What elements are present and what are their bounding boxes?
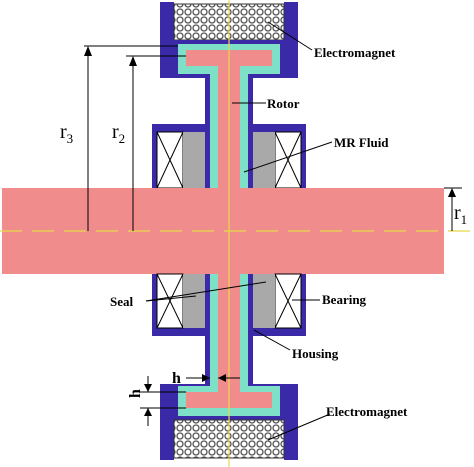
label-r2-letter: r	[112, 121, 119, 143]
bottom-housing-left-wall	[160, 384, 174, 460]
label-h-thickness: h	[127, 389, 144, 398]
r3-arrowhead	[84, 46, 92, 56]
leader-housing	[253, 329, 291, 351]
label-r2: r2	[112, 121, 125, 146]
label-r3-letter: r	[60, 121, 67, 143]
lower-left-seal	[183, 274, 205, 328]
label-h-gap: h	[172, 370, 181, 387]
h-gap-left-head	[202, 374, 210, 382]
lower-right-bearing-x2	[274, 273, 302, 329]
h-gap-right-head	[218, 374, 226, 382]
r2-arrowhead	[129, 56, 137, 66]
leader-mr-fluid	[243, 141, 333, 173]
label-r1-sub: 1	[461, 212, 468, 227]
lower-left-bearing-x2	[156, 273, 184, 329]
label-r3: r3	[60, 121, 73, 146]
label-bearing: Bearing	[322, 292, 367, 307]
top-housing-right-wall	[284, 2, 298, 78]
r1-arrowhead	[448, 188, 456, 197]
leader-seal-2	[145, 281, 267, 302]
leader-electromagnet-bottom	[267, 413, 331, 441]
h-thickness-lower-head	[144, 408, 152, 416]
label-rotor: Rotor	[267, 96, 300, 111]
upper-right-bearing-x2	[274, 131, 302, 189]
label-housing: Housing	[292, 346, 339, 361]
label-electromagnet-top: Electromagnet	[314, 45, 396, 60]
label-r2-sub: 2	[119, 131, 126, 146]
upper-left-bearing-x2	[156, 131, 184, 189]
upper-right-seal	[253, 132, 275, 188]
label-r1: r1	[454, 202, 467, 227]
label-mr-fluid: MR Fluid	[334, 135, 389, 150]
label-electromagnet-bottom: Electromagnet	[326, 404, 408, 419]
label-seal: Seal	[110, 294, 134, 309]
h-thickness-upper-head	[144, 384, 152, 392]
upper-left-seal	[183, 132, 205, 188]
leader-electromagnet-top	[267, 21, 313, 51]
bottom-housing-right-wall	[284, 384, 298, 460]
top-housing-left-wall	[160, 2, 174, 78]
label-r1-letter: r	[454, 202, 461, 224]
lower-right-seal	[253, 274, 275, 328]
label-r3-sub: 3	[67, 131, 74, 146]
